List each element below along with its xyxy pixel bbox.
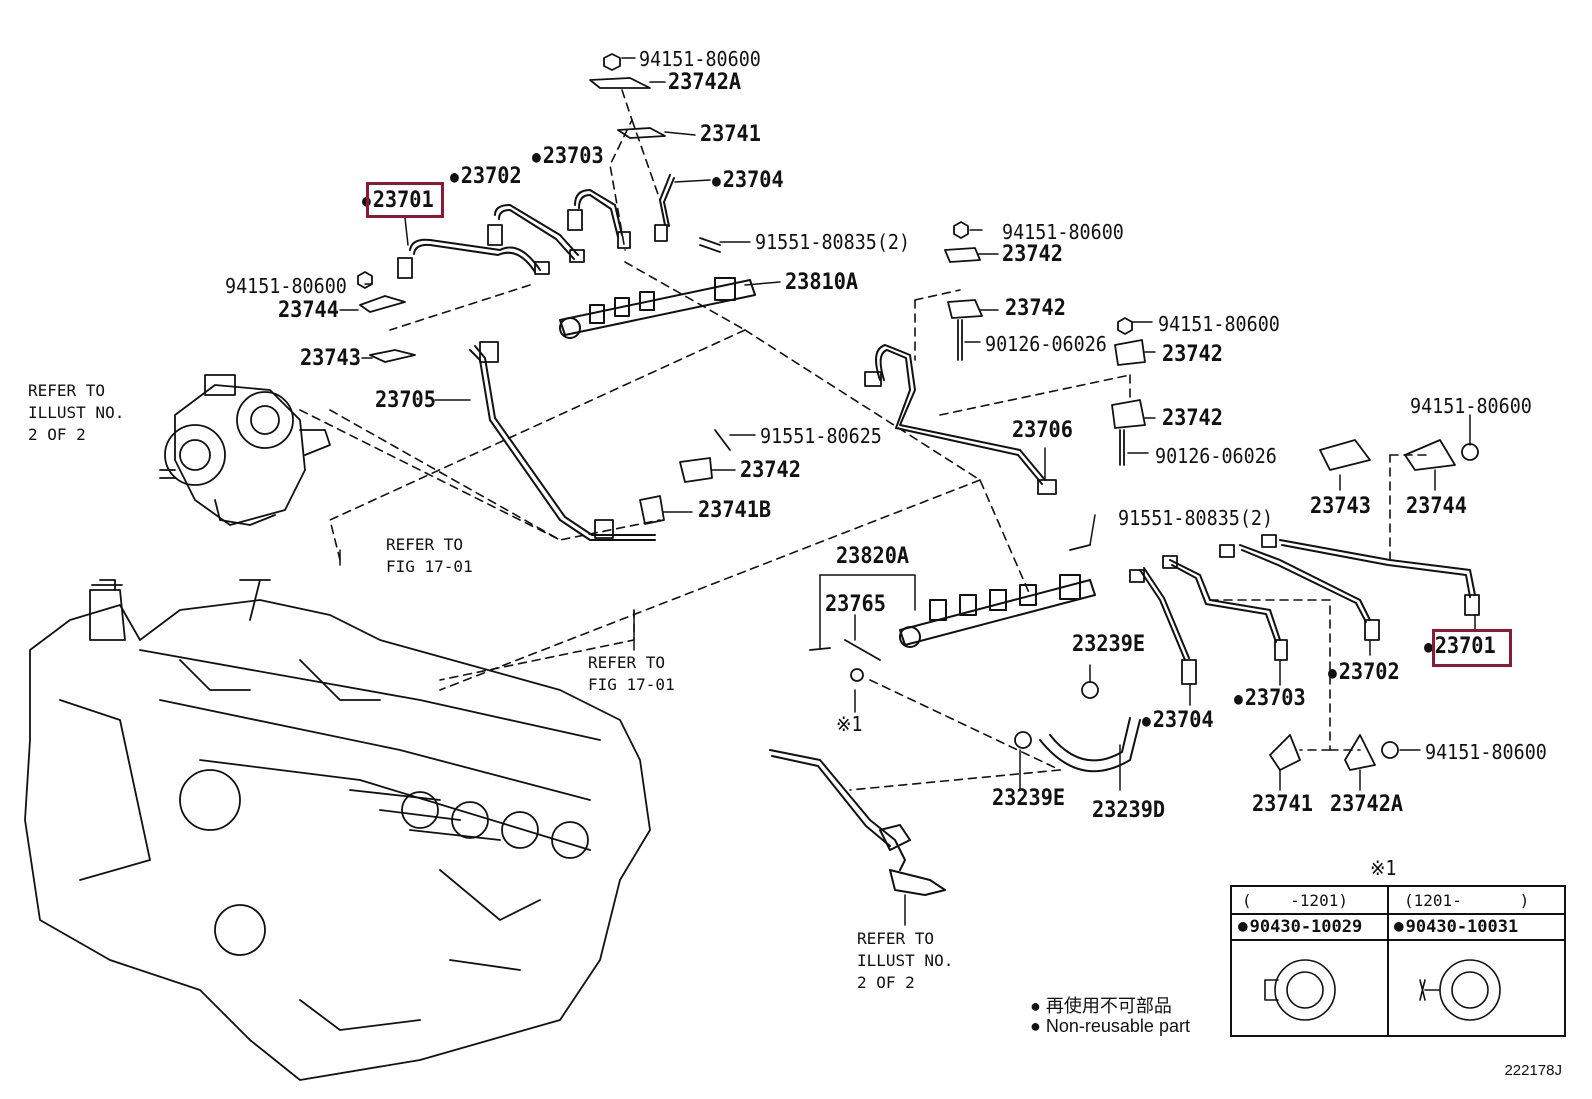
part-label-23239e-bottom[interactable]: 23239E (992, 786, 1066, 811)
part-label-23703[interactable]: 23703 (532, 146, 604, 168)
part-label-23706[interactable]: 23706 (1012, 418, 1073, 443)
part-label-23704[interactable]: 23704 (712, 170, 784, 192)
part-label-23742a-right[interactable]: 23742A (1330, 792, 1404, 817)
part-label-23742a[interactable]: 23742A (668, 70, 742, 95)
part-label-23742-r2[interactable]: 23742 (1005, 296, 1066, 321)
part-label-23239e-top[interactable]: 23239E (1072, 632, 1146, 657)
part-label-23741b[interactable]: 23741B (698, 498, 772, 523)
part-label-90126-06026-r2[interactable]: 90126-06026 (1155, 444, 1277, 468)
highlight-box-23701-right (1432, 629, 1512, 667)
highlight-box-23701-left (366, 182, 444, 218)
part-label-90126-06026-r1[interactable]: 90126-06026 (985, 332, 1107, 356)
part-label-23743-right[interactable]: 23743 (1310, 494, 1371, 519)
refer-fig-note-1[interactable]: REFER TO FIG 17-01 (386, 535, 473, 576)
part-label-91551-80835[interactable]: 91551-80835(2) (755, 230, 911, 254)
legend-jp-text: 再使用不可部品 (1045, 996, 1172, 1016)
part-label-94151-80600-far[interactable]: 94151-80600 (1410, 394, 1532, 418)
legend-en: ● Non-reusable part (1030, 1016, 1190, 1037)
mark-note-1-a: ※1 (836, 712, 863, 736)
part-label-23704-right[interactable]: 23704 (1142, 710, 1214, 732)
part-label-23741-right[interactable]: 23741 (1252, 792, 1313, 817)
part-label-94151-80600[interactable]: 94151-80600 (639, 47, 761, 71)
legend-jp: ● 再使用不可部品 (1030, 992, 1172, 1018)
part-label-23810a[interactable]: 23810A (785, 270, 859, 295)
part-label-23742-r4[interactable]: 23742 (1162, 406, 1223, 431)
part-label-23744-right[interactable]: 23744 (1406, 494, 1467, 519)
part-label-23820a[interactable]: 23820A (836, 544, 910, 569)
part-label-91551-80835-right[interactable]: 91551-80835(2) (1118, 506, 1274, 530)
refer-fig-note-2[interactable]: REFER TO FIG 17-01 (588, 653, 675, 694)
part-label-94151-80600-r1[interactable]: 94151-80600 (1002, 220, 1124, 244)
variant-table: ( -1201) (1201- ) 90430-10029 90430-1003… (1230, 885, 1566, 1037)
part-label-23701-right[interactable]: 23701 (1424, 636, 1496, 658)
part-label-94151-80600-br[interactable]: 94151-80600 (1425, 740, 1547, 764)
legend-en-text: Non-reusable part (1045, 1016, 1190, 1036)
part-label-23765[interactable]: 23765 (825, 592, 886, 617)
part-label-23744-left[interactable]: 23744 (278, 298, 339, 323)
part-label-23702-right[interactable]: 23702 (1328, 662, 1400, 684)
part-label-23742-r1[interactable]: 23742 (1002, 242, 1063, 267)
table-header-row (1232, 887, 1564, 915)
part-label-23743-left[interactable]: 23743 (300, 346, 361, 371)
table-part-col2[interactable]: 90430-10031 (1394, 917, 1519, 937)
table-head-col2: (1201- ) (1404, 891, 1530, 910)
part-label-23705[interactable]: 23705 (375, 388, 436, 413)
part-label-23239d[interactable]: 23239D (1092, 798, 1166, 823)
part-label-23742-r3[interactable]: 23742 (1162, 342, 1223, 367)
part-label-23702[interactable]: 23702 (450, 166, 522, 188)
part-label-94151-80600-r2[interactable]: 94151-80600 (1158, 312, 1280, 336)
part-label-23701-left[interactable]: 23701 (362, 190, 434, 212)
figure-id: 222178J (1504, 1062, 1562, 1079)
part-label-94151-80600-left[interactable]: 94151-80600 (225, 274, 347, 298)
refer-illust-note-1[interactable]: REFER TO ILLUST NO. 2 OF 2 (28, 381, 125, 444)
mark-note-1-b: ※1 (1370, 856, 1397, 880)
table-column-1 (1232, 887, 1389, 1035)
part-label-23703-right[interactable]: 23703 (1234, 688, 1306, 710)
table-part-row (1232, 913, 1564, 941)
table-part-col1[interactable]: 90430-10029 (1238, 917, 1363, 937)
bullet-icon: ● (1030, 1016, 1046, 1036)
refer-illust-note-2[interactable]: REFER TO ILLUST NO. 2 OF 2 (857, 929, 954, 992)
part-label-23741[interactable]: 23741 (700, 122, 761, 147)
table-head-col1: ( -1201) (1242, 891, 1348, 910)
part-label-91551-80625[interactable]: 91551-80625 (760, 424, 882, 448)
bullet-icon: ● (1030, 996, 1046, 1016)
part-label-23742-mid[interactable]: 23742 (740, 458, 801, 483)
